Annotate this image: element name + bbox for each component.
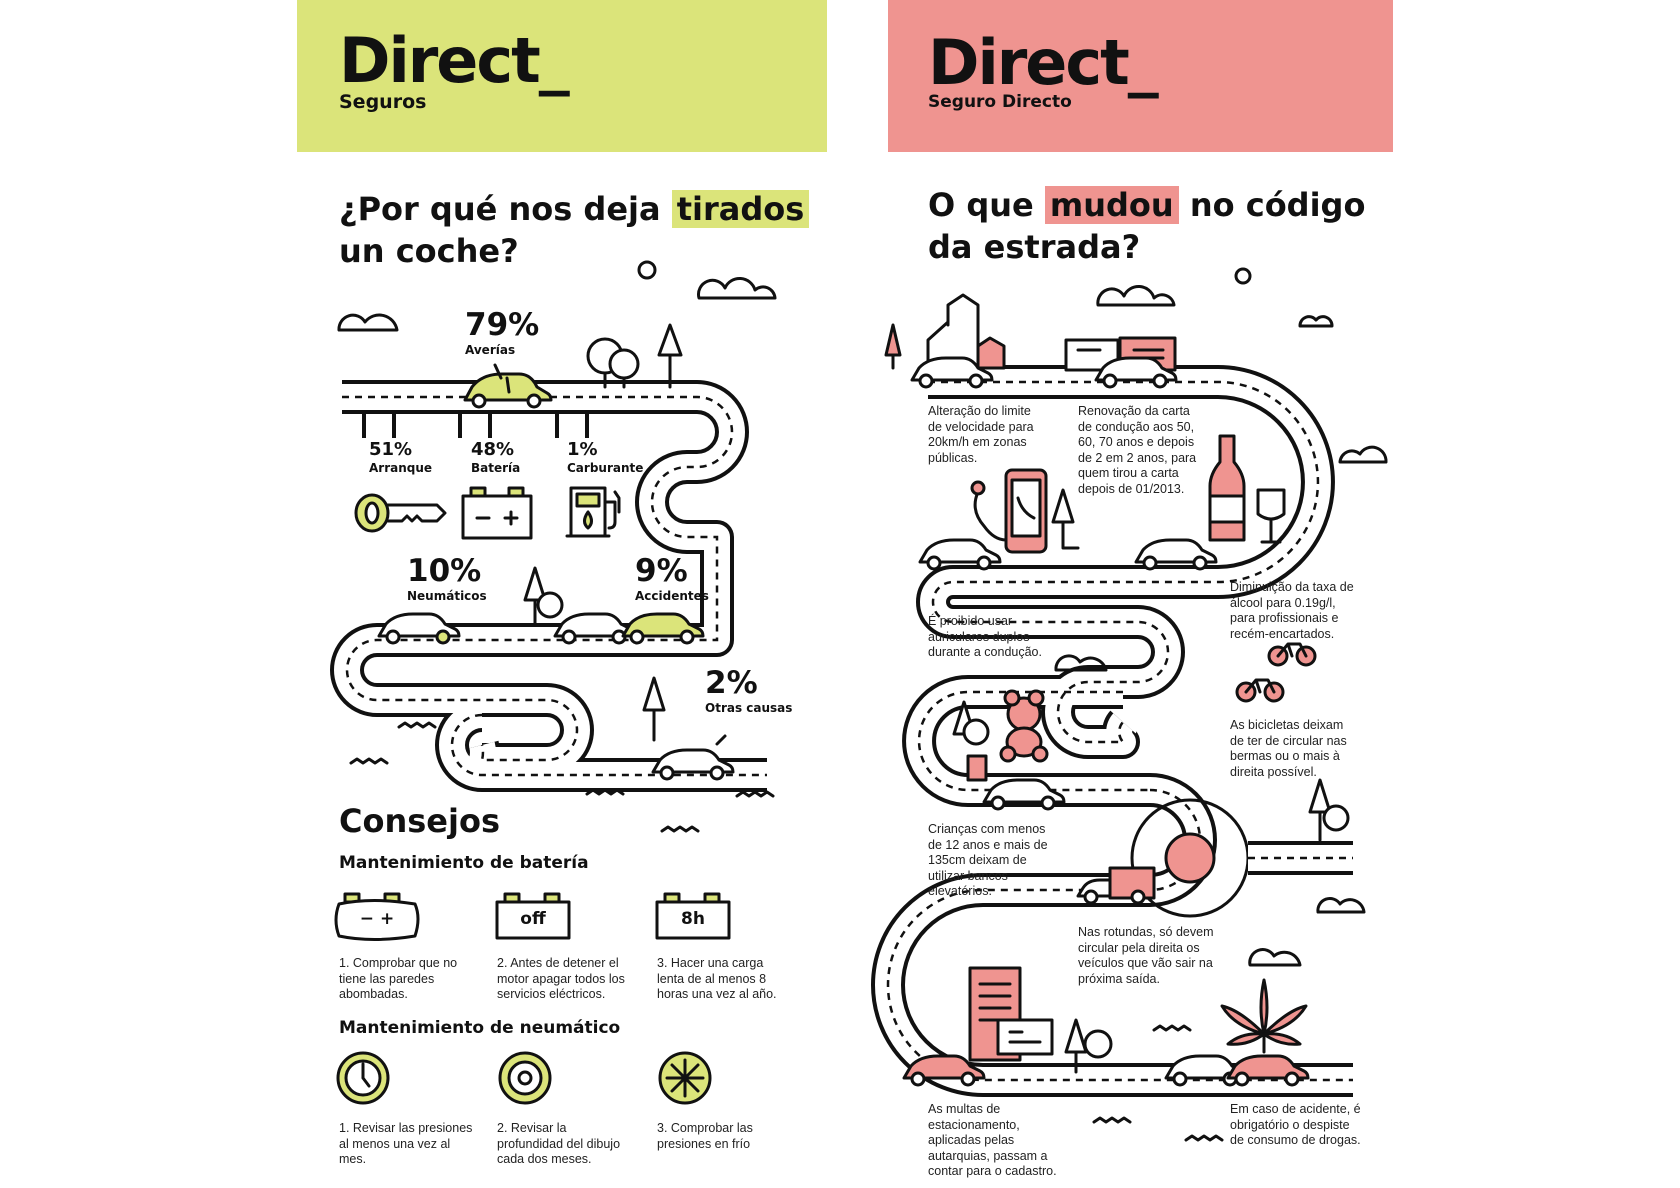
right-header <box>888 0 1393 152</box>
right-title-part2: no código <box>1178 186 1366 224</box>
right-trees <box>1064 778 1350 1074</box>
note-children-seats: Crianças com menos de 12 anos e mais de … <box>928 822 1048 898</box>
left-title-part2: un coche? <box>339 232 519 270</box>
left-title-highlight: tirados <box>671 190 810 228</box>
stat-accidentes-label: Accidentes <box>635 589 709 603</box>
battery-bulge-icon <box>334 892 420 941</box>
bateria-heading: Mantenimiento de batería <box>339 853 589 873</box>
neumatico-heading: Mantenimiento de neumático <box>339 1018 621 1038</box>
tire-pressure-icon <box>336 1051 390 1105</box>
car-otras-icon <box>651 734 735 781</box>
neumatico-tip-2: 2. Revisar la profundidad del dibujo cad… <box>497 1121 621 1166</box>
tire-tread-icon <box>498 1051 552 1105</box>
right-title-part3: da estrada? <box>928 228 1141 266</box>
bateria-tip-3: 3. Hacer una carga lenta de al menos 8 h… <box>657 956 777 1001</box>
left-road-illustration <box>330 260 777 833</box>
stat-carburante-value: 1% <box>567 439 598 460</box>
left-infographic: Direct_ Seguros ¿Por qué nos deja tirado… <box>297 0 827 1188</box>
car-averias-icon <box>463 363 553 409</box>
right-title: O que mudou no código da estrada? <box>928 184 1388 268</box>
battery-off-label: off <box>520 909 546 929</box>
right-waves <box>1092 1024 1224 1142</box>
stat-arranque-label: Arranque <box>369 461 433 475</box>
left-title: ¿Por qué nos deja tirados un coche? <box>339 188 819 272</box>
stat-averias-label: Averías <box>465 343 516 357</box>
stat-neumaticos-value: 10% <box>407 553 482 589</box>
wine-bottle-glass-icon <box>1208 434 1286 544</box>
battery-tips-icons <box>334 892 731 1105</box>
fuel-pump-icon <box>565 486 621 538</box>
right-clouds <box>1054 267 1388 967</box>
tire-cold-icon <box>658 1051 712 1105</box>
cannabis-leaf-icon <box>1220 978 1308 1054</box>
right-cars <box>902 356 1310 1087</box>
note-alcohol: Diminuição da taxa de álcool para 0.19g/… <box>1230 580 1354 641</box>
stat-bateria-label: Batería <box>471 461 521 475</box>
clouds <box>337 260 777 332</box>
left-logo-subtitle: Seguros <box>339 91 427 113</box>
parking-ticket-icon <box>968 966 1054 1062</box>
right-infographic: Direct_ Seguro Directo O que mudou no có… <box>871 0 1393 1188</box>
battery-off-icon <box>495 892 571 940</box>
note-headphones: É proibido usar auriculares duplos duran… <box>928 614 1042 659</box>
bicycle-icons <box>1235 642 1317 703</box>
bateria-tip-1: 1. Comprobar que no tiene las paredes ab… <box>339 956 458 1001</box>
battery-icon <box>461 486 533 540</box>
left-road <box>330 380 767 792</box>
note-roundabouts: Nas rotundas, só devem circular pela dir… <box>1078 925 1214 986</box>
stat-neumaticos-label: Neumáticos <box>407 589 487 603</box>
note-bicycles: As bicicletas deixam de ter de circular … <box>1230 718 1347 779</box>
battery-8h-label: 8h <box>681 909 705 929</box>
right-road-illustration <box>871 267 1388 1142</box>
stat-otras-value: 2% <box>705 665 758 701</box>
stat-bateria-value: 48% <box>471 439 515 460</box>
right-logo: Direct_ <box>928 26 1159 99</box>
consejos-heading: Consejos <box>339 802 500 840</box>
stat-averias-value: 79% <box>465 307 540 343</box>
note-drug-test: Em caso de acidente, é obrigatório o des… <box>1230 1102 1361 1147</box>
car-neumaticos-icon <box>377 612 461 645</box>
battery-minus-plus-label: − + <box>359 909 395 929</box>
right-logo-subtitle: Seguro Directo <box>928 92 1072 112</box>
stat-otras-label: Otras causas <box>705 701 793 715</box>
right-road <box>871 365 1353 1097</box>
note-parking-fines: As multas de estacionamento, aplicadas p… <box>928 1102 1057 1178</box>
waves <box>349 721 775 833</box>
key-icon <box>354 493 447 533</box>
note-speed-limit: Alteração do limite de velocidade para 2… <box>928 404 1034 465</box>
left-header <box>297 0 827 152</box>
left-logo: Direct_ <box>339 24 570 97</box>
note-license-renewal: Renovação da carta de condução aos 50, 6… <box>1078 404 1197 496</box>
car-accidentes-icon <box>553 612 705 645</box>
phone-headphones-icon <box>970 468 1080 554</box>
trees <box>523 323 683 742</box>
stat-arranque-value: 51% <box>369 439 413 460</box>
right-title-part1: O que <box>928 186 1045 224</box>
stat-accidentes-value: 9% <box>635 553 688 589</box>
right-title-highlight: mudou <box>1044 186 1179 224</box>
left-title-part1: ¿Por qué nos deja <box>339 190 672 228</box>
bateria-tip-2: 2. Antes de detener el motor apagar todo… <box>497 956 625 1001</box>
teddy-bear-icon <box>952 689 1049 782</box>
neumatico-tip-3: 3. Comprobar las presiones en frío <box>657 1121 753 1151</box>
battery-8h-icon <box>655 892 731 940</box>
stat-carburante-label: Carburante <box>567 461 644 475</box>
neumatico-tip-1: 1. Revisar las presiones al menos una ve… <box>339 1121 473 1166</box>
